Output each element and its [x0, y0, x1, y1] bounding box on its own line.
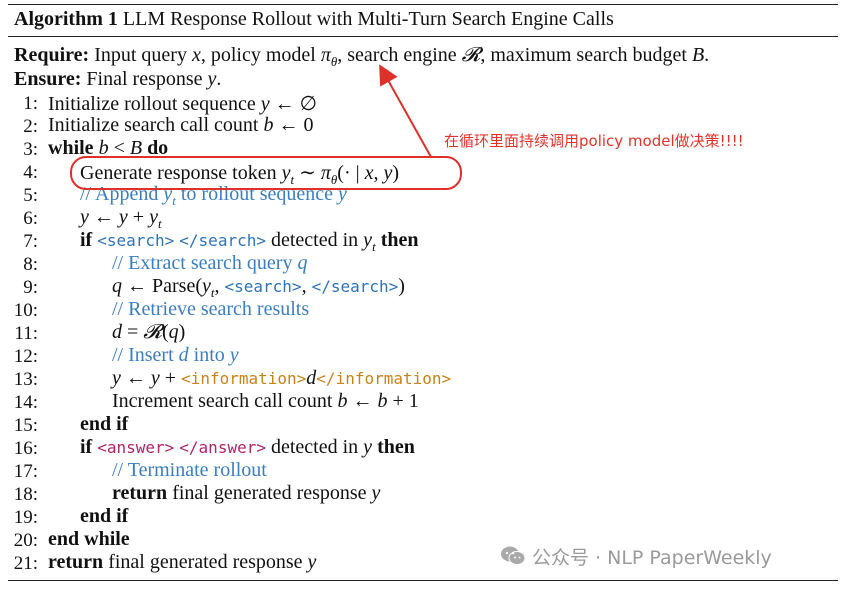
line-number: 2: — [23, 116, 38, 137]
code-line-1: Initialize rollout sequence y ← ∅ — [48, 93, 318, 115]
line-number: 3: — [23, 139, 38, 160]
code-line-17: // Terminate rollout — [112, 459, 267, 481]
require-line: Require: Input query x, policy model πθ,… — [14, 44, 710, 69]
line-number: 11: — [14, 323, 38, 344]
algorithm-caption: LLM Response Rollout with Multi-Turn Sea… — [122, 8, 614, 30]
line-number: 14: — [13, 392, 38, 413]
line-number: 9: — [23, 277, 38, 298]
highlight-oval — [70, 156, 462, 190]
annotation-note: 在循环里面持续调用policy model做决策!!!! — [444, 132, 744, 150]
code-line-2: Initialize search call count b ← 0 — [48, 114, 314, 136]
line-number: 1: — [23, 93, 38, 114]
code-line-18: return final generated response y — [112, 482, 381, 504]
algorithm-title: Algorithm 1 LLM Response Rollout with Mu… — [14, 8, 614, 31]
line-number: 21: — [13, 553, 38, 574]
line-number: 20: — [13, 530, 38, 551]
line-number: 13: — [13, 369, 38, 390]
top-rule — [8, 4, 838, 5]
code-line-20: end while — [48, 528, 130, 550]
code-line-19: end if — [80, 505, 129, 527]
line-number: 18: — [13, 484, 38, 505]
code-line-4: Generate response token yt ∼ πθ(· | x, y… — [80, 162, 400, 187]
line-number: 16: — [13, 438, 38, 459]
code-line-14: Increment search call count b ← b + 1 — [112, 390, 419, 412]
bottom-rule — [8, 580, 838, 581]
line-number: 5: — [23, 185, 38, 206]
code-line-13: y ← y + <information>d</information> — [112, 367, 452, 389]
line-number: 7: — [23, 231, 38, 252]
code-line-21: return final generated response y — [48, 551, 317, 573]
line-number: 6: — [23, 208, 38, 229]
line-number: 4: — [23, 162, 38, 183]
code-line-6: y ← y + yt — [80, 206, 162, 231]
code-line-11: d = 𝓡(q) — [112, 321, 186, 343]
line-number: 17: — [13, 461, 38, 482]
code-line-12: // Insert d into y — [112, 344, 239, 366]
line-number: 10: — [13, 300, 38, 321]
code-line-16: if <answer> </answer> detected in y then — [80, 436, 415, 458]
code-line-3: while b < B do — [48, 137, 169, 159]
line-number: 8: — [23, 254, 38, 275]
code-line-9: q ← Parse(yt, <search>, </search>) — [112, 275, 405, 300]
title-rule — [8, 36, 838, 37]
code-line-15: end if — [80, 413, 129, 435]
code-line-7: if <search> </search> detected in yt the… — [80, 229, 419, 254]
ensure-line: Ensure: Final response y. — [14, 68, 222, 90]
algorithm-label: Algorithm 1 — [14, 8, 118, 30]
wechat-icon — [500, 545, 526, 572]
line-number: 12: — [13, 346, 38, 367]
watermark: 公众号 · NLP PaperWeekly — [500, 543, 772, 572]
code-line-8: // Extract search query q — [112, 252, 308, 274]
line-number: 19: — [13, 507, 38, 528]
line-number: 15: — [13, 415, 38, 436]
watermark-text: 公众号 · NLP PaperWeekly — [532, 547, 772, 569]
code-line-10: // Retrieve search results — [112, 298, 310, 320]
